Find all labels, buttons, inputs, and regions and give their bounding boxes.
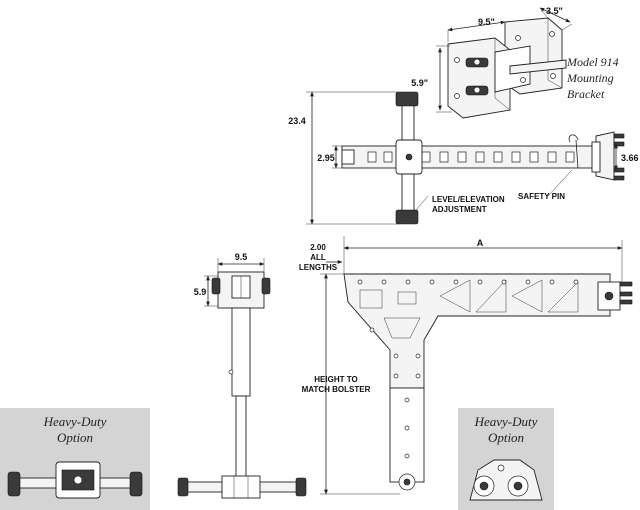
right-option-title: Heavy-Duty xyxy=(474,414,538,429)
bar-slots xyxy=(367,151,575,163)
offset-label-line1: 2.00 xyxy=(310,243,326,252)
front-width-label: 9.5 xyxy=(235,252,248,262)
safety-pin-label: SAFETY PIN xyxy=(518,192,565,201)
front-view-assembly xyxy=(177,258,307,499)
bar-width-label: 2.95 xyxy=(317,153,335,163)
front-height-label: 5.9 xyxy=(194,287,207,297)
side-view-frame xyxy=(320,236,633,495)
level-adjustment-label-line2: ADJUSTMENT xyxy=(432,205,487,214)
level-adjustment-label-line1: LEVEL/ELEVATION xyxy=(432,195,505,204)
heavy-duty-option-left xyxy=(0,408,150,510)
bracket-caption-line1: Model 914 xyxy=(566,55,619,69)
top-view-assembly xyxy=(306,91,625,225)
left-option-subtitle: Option xyxy=(57,430,93,445)
mounting-bracket-illustration xyxy=(436,7,573,119)
frame-lattice xyxy=(359,279,579,339)
bracket-caption-line2: Mounting xyxy=(566,71,614,85)
height-label-line1: HEIGHT TO xyxy=(314,375,357,384)
left-option-title: Heavy-Duty xyxy=(43,414,107,429)
frame-holes xyxy=(357,279,579,459)
bracket-caption-line3: Bracket xyxy=(567,87,605,101)
heavy-duty-option-right xyxy=(458,408,554,510)
bracket-depth-label: 3.5" xyxy=(546,6,563,16)
length-a-label: A xyxy=(477,238,484,248)
offset-label-line3: LENGTHS xyxy=(299,263,338,272)
right-option-subtitle: Option xyxy=(488,430,524,445)
overall-height-label: 23.4 xyxy=(288,116,306,126)
end-width-label: 3.66 xyxy=(621,153,639,163)
offset-label-line2: ALL xyxy=(310,253,326,262)
height-label-line2: MATCH BOLSTER xyxy=(302,385,371,394)
bracket-width-label: 9.5" xyxy=(478,17,495,27)
bracket-height-label: 5.9" xyxy=(411,78,428,88)
